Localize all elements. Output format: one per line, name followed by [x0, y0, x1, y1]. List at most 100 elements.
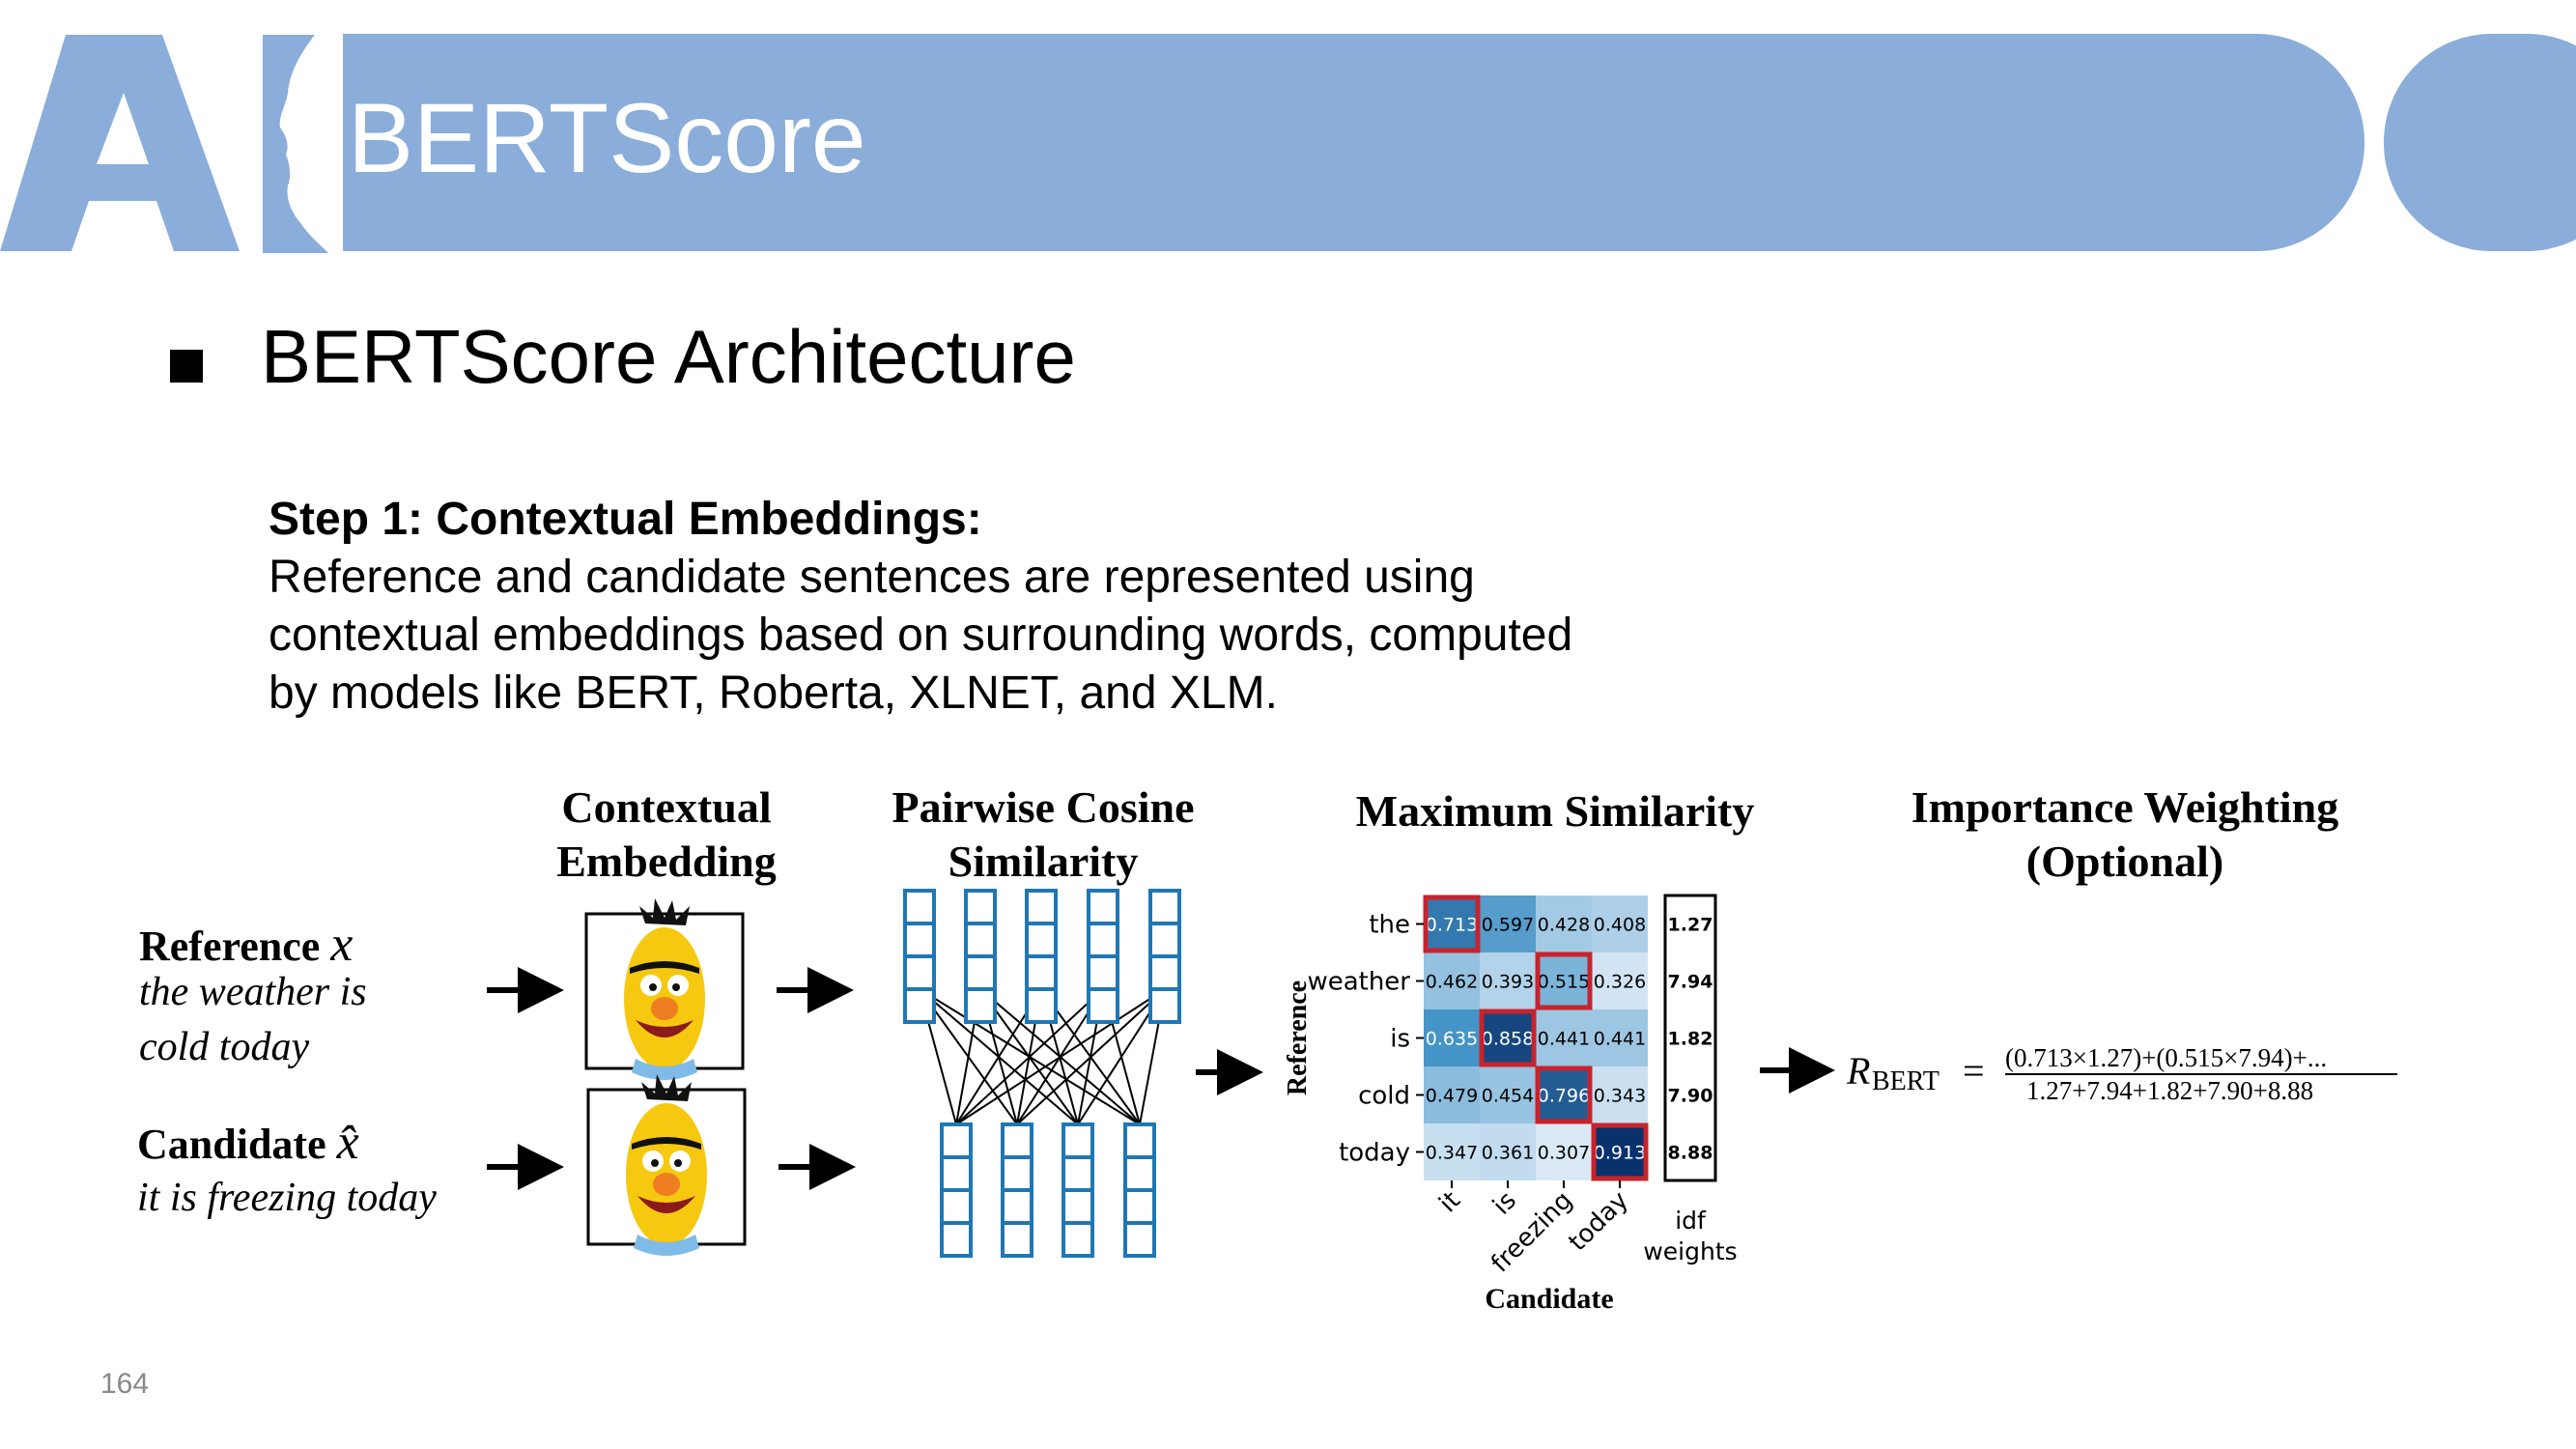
reference-symbol: x: [330, 917, 354, 972]
heatmap-cell: [1592, 952, 1648, 1009]
formula-numerator: (0.713×1.27)+(0.515×7.94)+...: [2005, 1043, 2327, 1072]
heatmap-row-label: cold: [1358, 1082, 1410, 1111]
step-description: Step 1: Contextual Embeddings: Reference…: [269, 491, 1717, 723]
formula-denominator: 1.27+7.94+1.82+7.90+8.88: [2026, 1076, 2313, 1105]
candidate-token-vector: [940, 1122, 973, 1159]
header-weighting-line2: (Optional): [2025, 837, 2224, 886]
network-edge: [955, 988, 1166, 1125]
candidate-label-text: Candidate: [137, 1121, 326, 1168]
reference-token-vector: [903, 954, 936, 991]
reference-sentence-line1: the weather is: [139, 970, 367, 1014]
candidate-token-vector: [1001, 1122, 1033, 1159]
candidate-token-vector: [1062, 1155, 1094, 1192]
heatmap-x-axis-title: Candidate: [1485, 1283, 1613, 1315]
header-weighting-line1: Importance Weighting: [1911, 782, 2339, 832]
header-embedding-line1: Contextual: [561, 782, 772, 832]
candidate-token-vector: [1001, 1155, 1033, 1192]
reference-token-vector: [1148, 889, 1181, 925]
header-maximum-similarity: Maximum Similarity: [1333, 784, 1777, 838]
reference-token-vector: [903, 922, 936, 958]
formula-equals: =: [1963, 1049, 1985, 1093]
heatmap-col-label: today: [1563, 1186, 1633, 1257]
reference-token-vector: [1148, 922, 1181, 958]
heatmap-max-highlight: [1423, 895, 1481, 953]
heatmap-value: 0.307: [1538, 1143, 1590, 1164]
heatmap-cell: [1592, 1123, 1648, 1180]
network-edge: [955, 988, 1104, 1125]
header-pairwise-cosine: Pairwise Cosine Similarity: [860, 781, 1227, 889]
heatmap-cell: [1424, 1009, 1480, 1066]
heatmap-value: 0.347: [1426, 1143, 1478, 1164]
heatmap-cell: [1480, 1009, 1536, 1066]
heatmap-cell: [1424, 952, 1480, 1009]
heatmap-value: 0.479: [1426, 1086, 1478, 1107]
heatmap-row-label: weather: [1307, 968, 1410, 997]
reference-label: Reference x: [139, 916, 353, 973]
heatmap-value: 0.326: [1594, 972, 1646, 993]
candidate-label: Candidate x̂: [137, 1114, 359, 1171]
reference-token-vector: [1025, 922, 1058, 958]
heatmap-value: 0.858: [1482, 1029, 1534, 1050]
reference-token-vector: [1025, 889, 1058, 925]
heatmap-cell: [1480, 895, 1536, 952]
heatmap-cell: [1536, 952, 1592, 1009]
heatmap-cell: [1480, 1123, 1536, 1180]
reference-token-vector: [1025, 954, 1058, 991]
heatmap-y-axis-title: Reference: [1283, 980, 1313, 1095]
pairwise-network: [903, 889, 1181, 1258]
heatmap-cell: [1480, 1066, 1536, 1123]
reference-token-vector: [1148, 954, 1181, 991]
step-line-1: Reference and candidate sentences are re…: [269, 552, 1475, 603]
heatmap-max-highlight: [1535, 952, 1593, 1010]
candidate-symbol: x̂: [336, 1115, 359, 1170]
reference-token-vector: [903, 889, 936, 925]
candidate-token-vector: [940, 1221, 973, 1258]
bullet-marker: [170, 350, 203, 383]
idf-weight-value: 1.82: [1668, 1029, 1713, 1050]
candidate-sentence: it is freezing today: [137, 1176, 437, 1220]
reference-token-vector: [1148, 987, 1181, 1024]
heatmap-cell: [1592, 895, 1648, 952]
idf-weight-value: 7.90: [1668, 1086, 1713, 1107]
heatmap-value: 0.441: [1594, 1029, 1646, 1050]
idf-label-line2: weights: [1643, 1237, 1737, 1265]
formula-lhs-sub: BERT: [1872, 1066, 1939, 1096]
idf-weight-value: 8.88: [1668, 1143, 1713, 1164]
step-title: Step 1: Contextual Embeddings:: [269, 494, 982, 545]
header-importance-weighting: Importance Weighting (Optional): [1835, 781, 2415, 889]
heatmap-cell: [1536, 1066, 1592, 1123]
header-maxsim-line: Maximum Similarity: [1355, 786, 1755, 836]
reference-token-vector: [1087, 987, 1119, 1024]
header-embedding-line2: Embedding: [556, 837, 777, 886]
formula-lhs: R: [1846, 1049, 1870, 1093]
reference-token-vector: [1087, 954, 1119, 991]
candidate-token-vector: [1062, 1122, 1094, 1159]
reference-token-vector: [964, 954, 997, 991]
heatmap-value: 0.796: [1538, 1086, 1590, 1107]
candidate-token-vector: [1123, 1221, 1156, 1258]
heatmap-cell: [1536, 895, 1592, 952]
heatmap-value: 0.597: [1482, 915, 1534, 936]
heatmap-value: 0.428: [1538, 915, 1590, 936]
heatmap-row-label: is: [1390, 1025, 1410, 1054]
heatmap-value: 0.441: [1538, 1029, 1590, 1050]
heatmap-value: 0.361: [1482, 1143, 1534, 1164]
heatmap-cell: [1536, 1123, 1592, 1180]
candidate-token-vector: [940, 1188, 973, 1225]
idf-label-line1: idf: [1675, 1207, 1707, 1235]
reference-sentence-line2: cold today: [139, 1025, 310, 1069]
reference-token-vector: [903, 987, 936, 1024]
reference-token-vector: [964, 922, 997, 958]
candidate-token-vector: [1001, 1221, 1033, 1258]
reference-token-vector: [1025, 987, 1058, 1024]
heatmap-cell: [1480, 952, 1536, 1009]
heatmap-value: 0.343: [1594, 1086, 1646, 1107]
reference-token-vector: [964, 987, 997, 1024]
heatmap-cell: [1424, 1066, 1480, 1123]
candidate-token-vector: [1123, 1155, 1156, 1192]
reference-token-vector: [1087, 889, 1119, 925]
heatmap-col-label: it: [1433, 1186, 1466, 1219]
heatmap-max-highlight: [1479, 1009, 1537, 1067]
